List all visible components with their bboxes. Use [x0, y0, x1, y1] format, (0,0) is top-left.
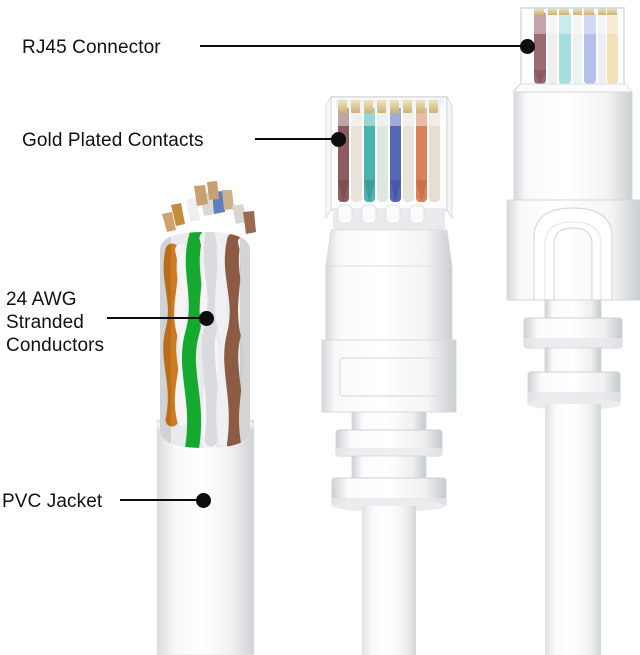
- pvc-jacket-shape: [156, 419, 255, 655]
- tip-orange-b: [162, 212, 176, 232]
- white-blue-conductor: [214, 232, 233, 446]
- leader-dot-pvc-jacket: [196, 493, 211, 508]
- orange-conductor: [163, 243, 181, 427]
- front-housing-left: [325, 95, 332, 220]
- front-connector-group: [321, 95, 457, 655]
- tip-brown: [243, 211, 256, 234]
- tip-conductor-bare-2: [207, 181, 219, 200]
- tip-conductor-bare: [194, 185, 208, 206]
- tip-orange: [171, 203, 185, 226]
- leader-dot-gold-plated-contacts: [331, 132, 346, 147]
- leader-dot-rj45-connector: [520, 39, 535, 54]
- side-connector-housing: [506, 7, 640, 301]
- gold-plated-contacts-row: [336, 99, 444, 113]
- front-cable-jacket: [362, 506, 416, 655]
- leader-line-rj45-connector: [200, 45, 527, 47]
- contact-2: [351, 100, 360, 113]
- label-pvc-jacket: PVC Jacket: [2, 491, 103, 512]
- green-conductor: [181, 232, 203, 448]
- label-gold-plated-contacts: Gold Plated Contacts: [22, 130, 204, 151]
- tip-brown-white: [232, 204, 247, 224]
- label-rj45-connector: RJ45 Connector: [22, 37, 161, 58]
- tip-white-green: [186, 198, 200, 222]
- front-housing-right: [446, 95, 453, 220]
- twisted-pairs-bundle: [160, 232, 250, 448]
- front-connector-base: [321, 339, 457, 413]
- label-stranded-conductors: 24 AWG Stranded Conductors: [6, 289, 105, 356]
- white-brown-conductor: [238, 236, 250, 448]
- leader-line-stranded-conductors: [107, 317, 206, 319]
- front-connector-wires: [333, 100, 445, 210]
- white-orange-conductor: [174, 244, 192, 426]
- side-housing-main: [513, 91, 633, 201]
- contact-8: [429, 100, 438, 113]
- tip-blue-b: [222, 190, 234, 210]
- cut-cable-group: [156, 181, 256, 655]
- brown-conductor: [224, 233, 244, 448]
- contact-1: [338, 100, 347, 113]
- front-connector-body: [321, 204, 457, 413]
- front-strain-relief-boot: [331, 411, 447, 512]
- leader-line-pvc-jacket: [120, 499, 203, 501]
- leader-dot-stranded-conductors: [199, 311, 214, 326]
- blue-pair-back: [201, 232, 221, 447]
- conductor-tips: [162, 181, 256, 234]
- side-connector-group: [506, 5, 640, 655]
- side-cable-jacket: [545, 404, 601, 655]
- leader-line-gold-plated-contacts: [255, 138, 338, 140]
- contact-7: [416, 100, 425, 113]
- front-connector-panel: [339, 357, 439, 397]
- contact-6: [403, 100, 412, 113]
- contact-5: [390, 100, 399, 113]
- contact-3: [364, 100, 373, 113]
- contact-4: [377, 100, 386, 113]
- side-gold-contacts: [534, 8, 617, 15]
- side-connector-wires: [524, 5, 620, 90]
- side-strain-relief-boot: [523, 299, 623, 410]
